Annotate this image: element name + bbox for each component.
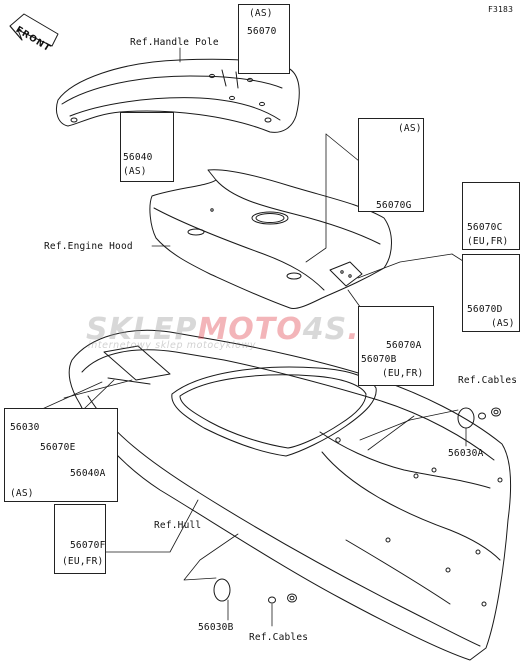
part-56070f-note: (EU,FR) bbox=[62, 556, 104, 567]
part-56070e-number: 56070E bbox=[40, 442, 76, 453]
decal-56030a-icon bbox=[457, 407, 475, 429]
part-56070d-number: 56070D bbox=[467, 304, 503, 315]
part-56040a-number: 56040A bbox=[70, 468, 106, 479]
decal-56030b-icon bbox=[213, 578, 231, 602]
part-56070d-note: (AS) bbox=[491, 318, 515, 329]
part-box-left-group bbox=[4, 408, 118, 502]
part-56070c-number: 56070C bbox=[467, 222, 503, 233]
part-56040-number: 56040 bbox=[123, 152, 153, 163]
part-box-56070d bbox=[462, 254, 520, 332]
part-56070-number: 56070 bbox=[247, 26, 277, 37]
part-56030b-number: 56030B bbox=[198, 622, 234, 633]
part-group-left-note: (AS) bbox=[10, 488, 34, 499]
ref-cables-right: Ref.Cables bbox=[458, 375, 518, 386]
ref-engine-hood: Ref.Engine Hood bbox=[44, 241, 133, 252]
part-56070c-note: (EU,FR) bbox=[467, 236, 509, 247]
ref-cables-bottom: Ref.Cables bbox=[249, 632, 309, 643]
hull bbox=[68, 329, 511, 661]
part-56070g-note: (AS) bbox=[398, 123, 422, 134]
part-56070a-number: 56070A bbox=[386, 340, 422, 351]
part-box-56070 bbox=[238, 4, 290, 74]
diagram-id: F3183 bbox=[488, 5, 514, 14]
part-56030a-number: 56030A bbox=[448, 448, 484, 459]
part-box-56040 bbox=[120, 112, 174, 182]
part-56070b-note: (EU,FR) bbox=[382, 368, 424, 379]
part-box-56070g bbox=[358, 118, 424, 212]
part-box-56070ab bbox=[358, 306, 434, 386]
part-56070b-number: 56070B bbox=[361, 354, 397, 365]
engine-hood bbox=[149, 169, 392, 309]
part-56070f-number: 56070F bbox=[70, 540, 106, 551]
part-box-56070f bbox=[54, 504, 106, 574]
part-56030-number: 56030 bbox=[10, 422, 40, 433]
part-56070g-number: 56070G bbox=[376, 200, 412, 211]
part-56040-note: (AS) bbox=[123, 166, 147, 177]
part-box-56070c bbox=[462, 182, 520, 250]
cable-clamp-bottom-icon bbox=[268, 593, 297, 604]
part-56070-note: (AS) bbox=[249, 8, 273, 19]
ref-handle-pole: Ref.Handle Pole bbox=[130, 37, 219, 48]
front-arrow-icon bbox=[9, 13, 59, 47]
ref-hull: Ref.Hull bbox=[154, 520, 202, 531]
cable-clamp-right-icon bbox=[478, 407, 501, 420]
